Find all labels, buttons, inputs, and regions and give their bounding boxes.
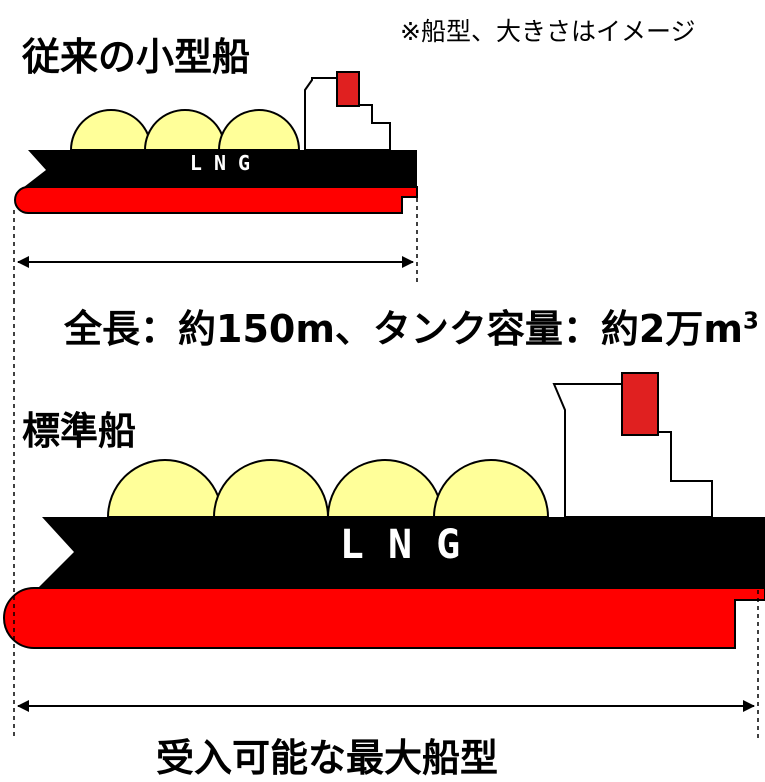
standard-ship-hull-black: [38, 517, 765, 588]
small-ship-hull-black: [24, 150, 417, 187]
small-ship-hull-red: [14, 186, 418, 214]
small-ship-title: 従来の小型船: [22, 35, 251, 79]
standard-ship: [3, 372, 765, 649]
small-ship: [14, 71, 418, 214]
image-note: ※船型、大きさはイメージ: [400, 17, 696, 46]
small-ship-hull-label: L N G: [190, 151, 250, 175]
standard-ship-title: 標準船: [22, 409, 137, 453]
tank-dome: [326, 459, 444, 518]
standard-ship-hull-red: [3, 587, 765, 649]
standard-ship-hull-label: L N G: [340, 522, 460, 568]
small-ship-spec-text: 全長：約150m、タンク容量：約2万m: [64, 307, 743, 351]
tank-dome: [69, 109, 153, 151]
small-ship-tanks: [69, 109, 301, 151]
tank-dome: [212, 459, 330, 518]
tank-dome: [106, 459, 224, 518]
small-ship-spec: 全長：約150m、タンク容量：約2万m3: [64, 298, 759, 353]
tank-dome: [217, 109, 301, 151]
small-ship-funnel: [336, 71, 360, 107]
standard-ship-tanks: [106, 459, 550, 518]
standard-ship-funnel: [621, 372, 659, 436]
tank-dome: [143, 109, 227, 151]
small-ship-spec-superscript: 3: [742, 308, 759, 335]
standard-ship-caption: 受入可能な最大船型: [156, 736, 499, 780]
tank-dome: [432, 459, 550, 518]
